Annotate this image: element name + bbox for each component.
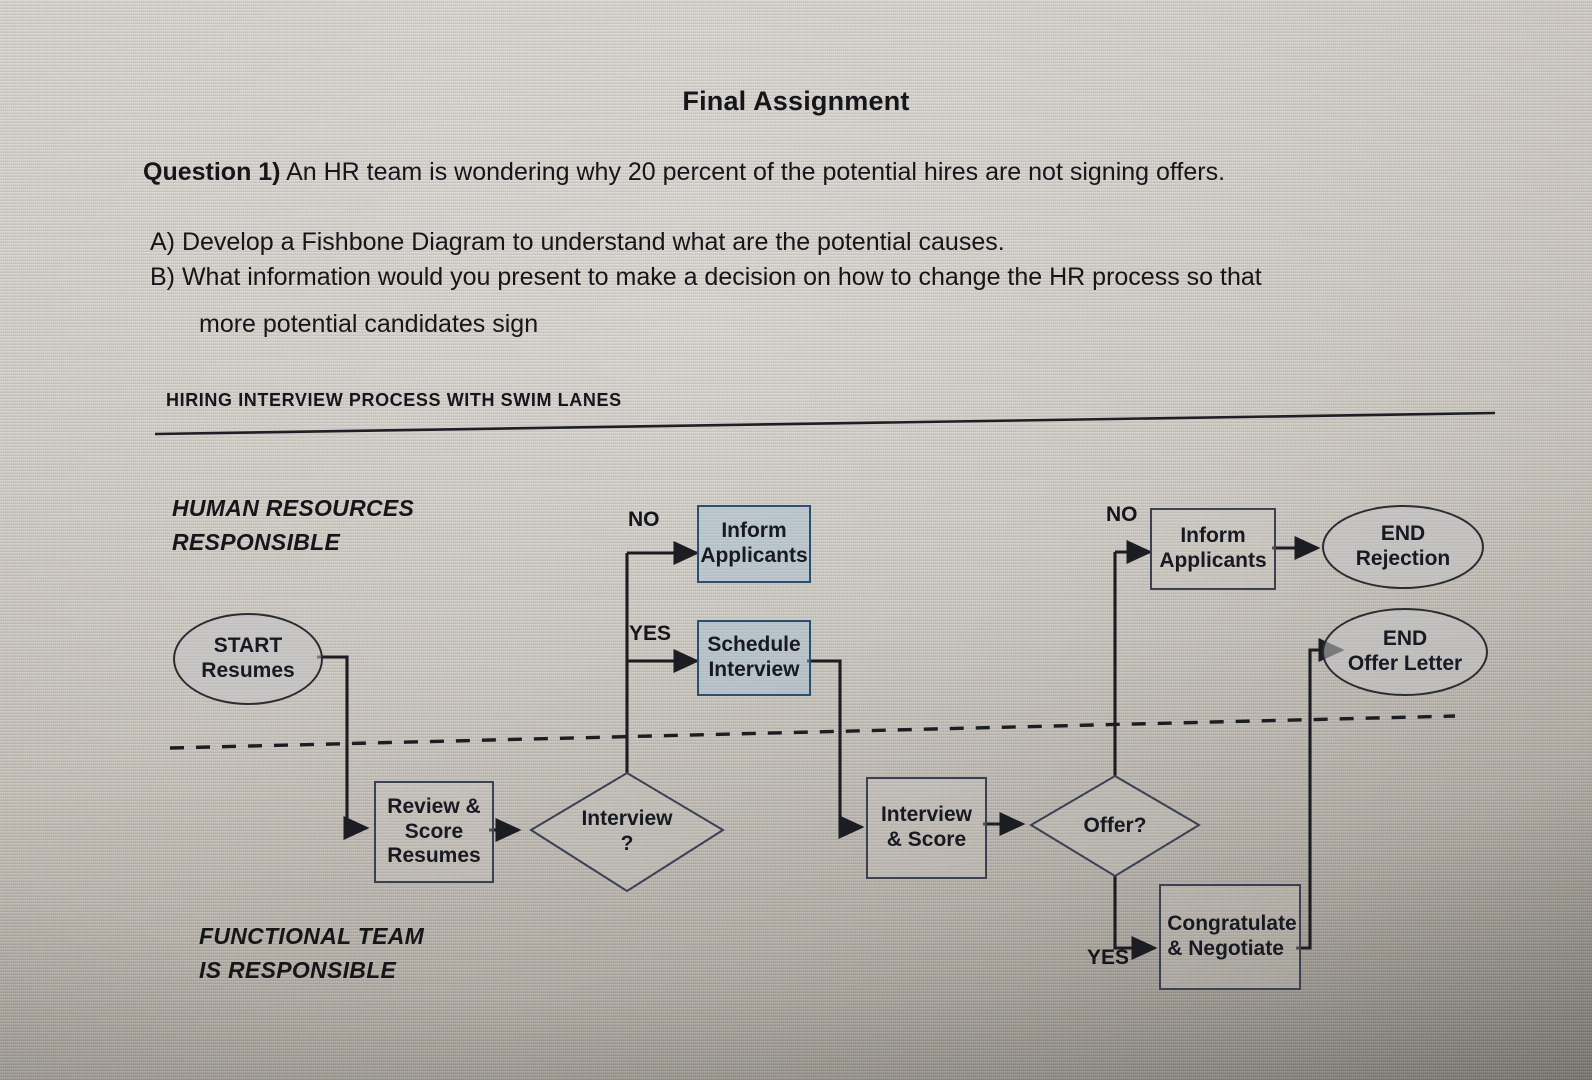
node-schedule-line2: Interview (708, 658, 800, 681)
edge-label-offer-yes: YES (1087, 946, 1130, 969)
node-inform1-line2: Applicants (700, 544, 808, 567)
node-review-line3: Resumes (387, 844, 481, 868)
lane-label-human-resources: HUMAN RESOURCES RESPONSIBLE (172, 491, 414, 559)
edge-schedule-to-interview-score (807, 659, 865, 840)
option-a-text: A) Develop a Fishbone Diagram to underst… (150, 228, 1005, 256)
node-end-offer-letter[interactable]: END Offer Letter (1322, 608, 1488, 696)
lane-fn-line1: FUNCTIONAL TEAM (199, 923, 425, 949)
edge-offer-q-yes (1113, 876, 1158, 961)
node-start-line1: START (213, 634, 283, 658)
node-congrats-line1: Congratulate (1167, 912, 1297, 936)
node-decision-interview[interactable]: Interview ? (531, 773, 723, 891)
header-divider (154, 411, 1496, 436)
node-review-line1: Review & (387, 795, 481, 819)
node-schedule-line1: Schedule (707, 633, 801, 657)
node-start[interactable]: START Resumes (173, 613, 323, 705)
edge-start-to-review (317, 655, 370, 841)
node-schedule-interview[interactable]: Schedule Interview (697, 620, 811, 696)
node-interview-and-score[interactable]: Interview & Score (866, 777, 987, 879)
lane-hr-line1: HUMAN RESOURCES (172, 495, 415, 521)
node-end-rejection-line2: Rejection (1355, 547, 1451, 570)
node-offer-q-line1: Offer? (1083, 813, 1147, 837)
node-congrats-line2: & Negotiate (1167, 937, 1284, 960)
node-congratulate-negotiate[interactable]: Congratulate & Negotiate (1159, 884, 1301, 990)
node-end-offer-line1: END (1382, 627, 1428, 651)
question-1-prefix: Question 1) (143, 158, 281, 186)
lane-label-functional-team: FUNCTIONAL TEAM IS RESPONSIBLE (199, 919, 424, 987)
edge-congrats-to-end-offer (1296, 637, 1345, 950)
edge-label-interview-no: NO (628, 508, 660, 531)
node-interview-score-line1: Interview (880, 803, 973, 827)
decision-offer-shape (1029, 774, 1201, 878)
edge-label-offer-no: NO (1106, 503, 1138, 526)
lane-divider (169, 714, 1456, 750)
node-decision-offer[interactable]: Offer? (1031, 776, 1199, 876)
node-interview-score-line2: & Score (886, 828, 967, 851)
node-end-offer-line2: Offer Letter (1347, 652, 1463, 675)
node-review-line2: Score (404, 819, 464, 843)
option-b-continuation: more potential candidates sign (199, 310, 539, 338)
node-review-score-resumes[interactable]: Review & Score Resumes (374, 781, 494, 883)
diagram-title: HIRING INTERVIEW PROCESS WITH SWIM LANES (166, 390, 622, 410)
node-inform2-line2: Applicants (1159, 549, 1267, 572)
question-1-line: Question 1) An HR team is wondering why … (143, 158, 1225, 187)
node-start-line2: Resumes (201, 659, 295, 682)
node-interview-q-line2: ? (620, 832, 634, 855)
node-interview-q-line1: Interview (581, 807, 673, 831)
lane-hr-line2: RESPONSIBLE (172, 529, 341, 555)
node-end-rejection[interactable]: END Rejection (1322, 505, 1484, 589)
edge-label-interview-yes: YES (629, 622, 672, 645)
option-b-text: B) What information would you present to… (150, 263, 1262, 291)
node-inform-applicants-1[interactable]: Inform Applicants (697, 505, 811, 583)
node-inform1-line1: Inform (721, 519, 787, 543)
node-inform2-line1: Inform (1180, 524, 1246, 548)
node-inform-applicants-2[interactable]: Inform Applicants (1150, 508, 1276, 590)
lane-fn-line2: IS RESPONSIBLE (199, 957, 397, 983)
question-1-text: An HR team is wondering why 20 percent o… (280, 158, 1226, 186)
node-end-rejection-line1: END (1380, 522, 1426, 546)
decision-interview-shape (529, 771, 725, 893)
page-title: Final Assignment (682, 86, 910, 116)
